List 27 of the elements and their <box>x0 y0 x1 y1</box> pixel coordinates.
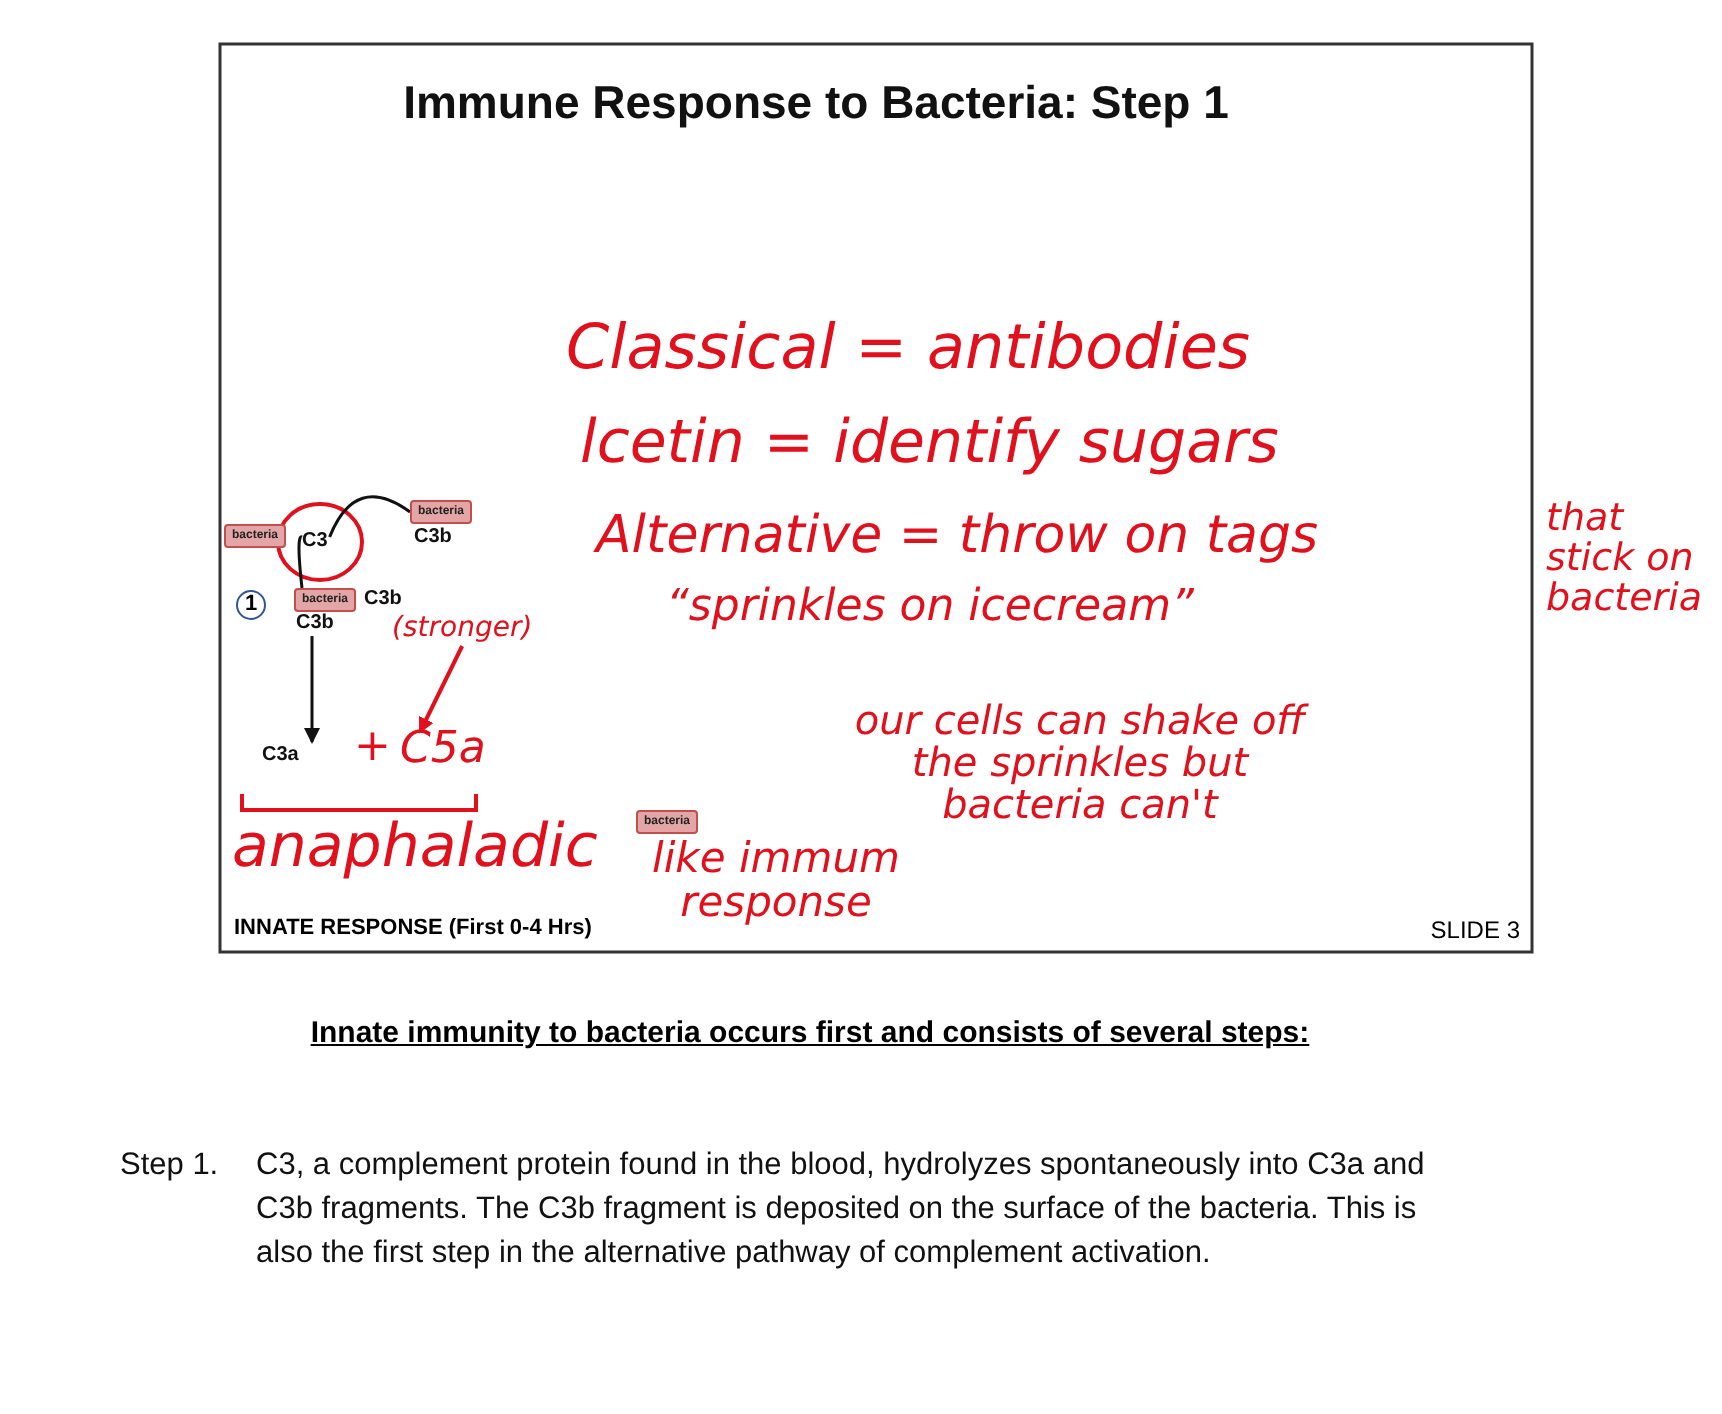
handwritten-note: Alternative = throw on tags <box>596 510 1319 565</box>
body-text: Step 1. <box>120 1146 219 1186</box>
handwritten-note: + <box>354 724 391 771</box>
handwritten-note: Classical = antibodies <box>566 316 1251 382</box>
slide-footer-text: INNATE RESPONSE (First 0-4 Hrs) <box>234 916 592 940</box>
callout-number: 1 <box>236 590 266 620</box>
slide-title: Immune Response to Bacteria: Step 1 <box>401 76 1231 130</box>
handwritten-note: C5a <box>400 724 486 774</box>
molecule-label: C3a <box>262 744 299 766</box>
handwritten-note: that stick on bacteria <box>1546 500 1705 620</box>
molecule-label: C3b <box>296 612 334 634</box>
handwritten-note: “sprinkles on icecream” <box>666 584 1194 631</box>
connector <box>297 535 304 589</box>
handwritten-note: like immum response <box>650 836 902 925</box>
slide-number: SLIDE 3 <box>1428 916 1520 944</box>
section-heading: Innate immunity to bacteria occurs first and consists of several steps: <box>308 1016 1312 1050</box>
handwritten-note: lcetin = identify sugars <box>580 412 1279 475</box>
body-text: C3, a complement protein found in the blood, hydrolyzes spontaneously into C3a and C3b fragments. The C3b fragment is deposited on the surface of the bacteria. This is also the first step in the alternative pathway of complement activation. <box>256 1146 1427 1274</box>
connector <box>304 636 320 744</box>
connector <box>328 495 411 538</box>
molecule-label: C3b <box>364 588 402 610</box>
handwritten-note: (stronger) <box>392 612 533 644</box>
molecule-label: C3b <box>414 526 452 548</box>
handwritten-note: our cells can shake off the sprinkles but bacteria can't <box>852 700 1311 826</box>
molecule-label: C3 <box>302 530 328 552</box>
hand-drawn-arrow <box>418 645 464 734</box>
handwritten-note: anaphaladic <box>232 816 598 879</box>
